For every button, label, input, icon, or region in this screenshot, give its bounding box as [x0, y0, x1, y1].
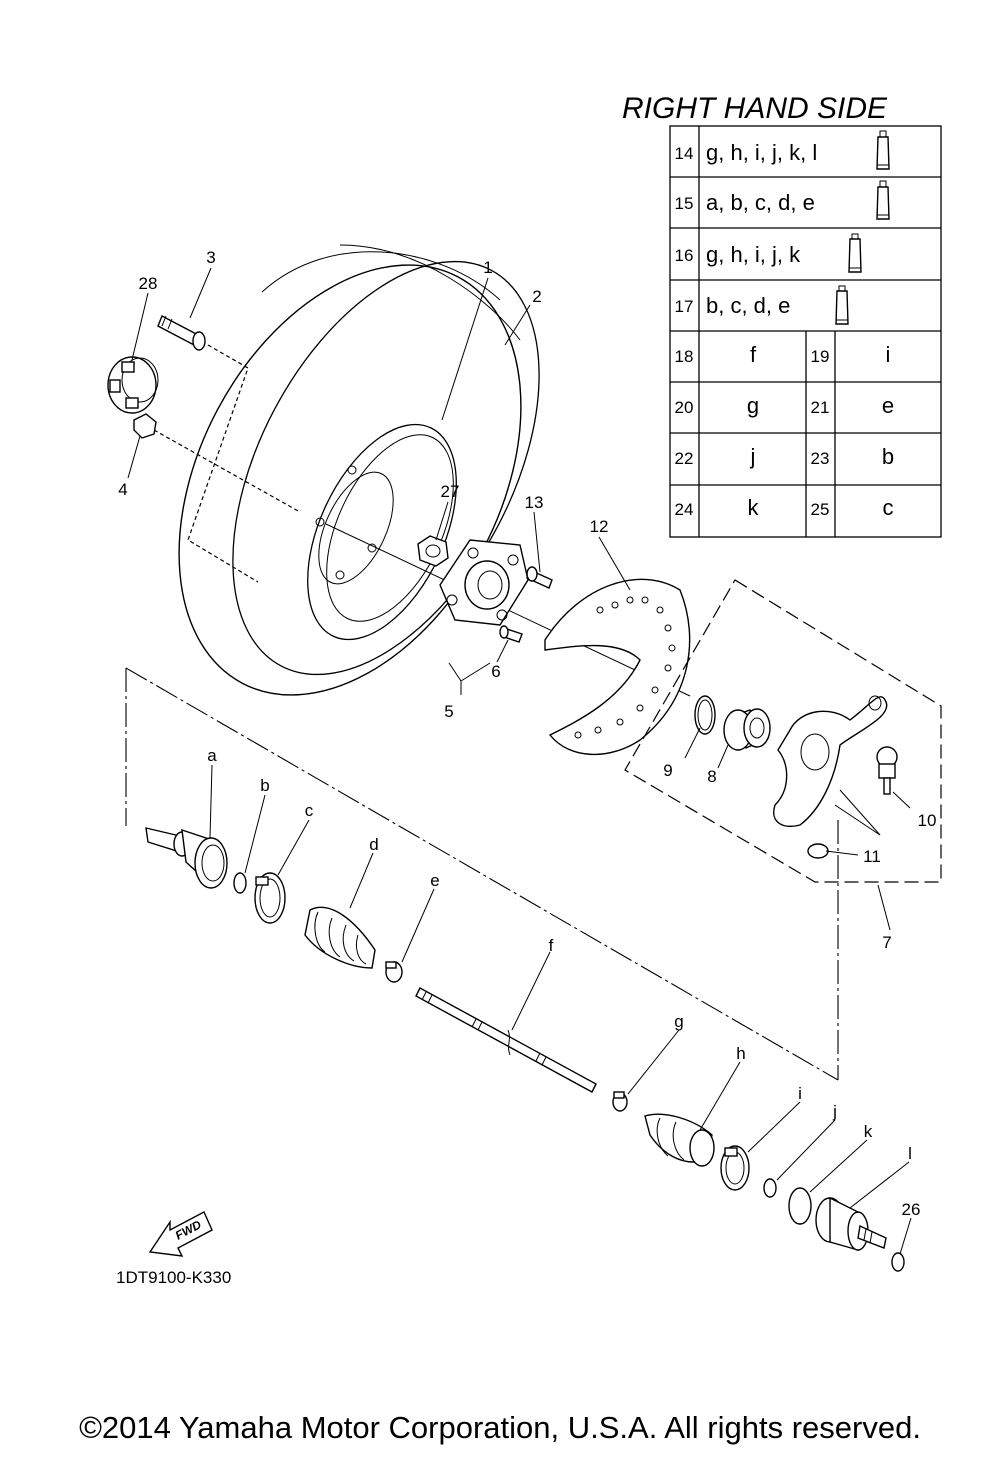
drive-shaft	[415, 987, 597, 1093]
callout-d: d	[369, 835, 378, 854]
outer-boot	[304, 906, 376, 969]
table-row-number: 24	[675, 500, 694, 519]
callout-j: j	[832, 1102, 837, 1121]
snap-ring	[233, 872, 247, 894]
callout-11: 11	[863, 847, 881, 866]
diagram-code: 1DT9100-K330	[116, 1268, 232, 1287]
callout-6: 6	[491, 662, 500, 681]
table-cell-value: f	[750, 342, 757, 367]
table-cell-value: b	[882, 444, 894, 469]
copyright-notice: ©2014 Yamaha Motor Corporation, U.S.A. A…	[79, 1410, 921, 1445]
knuckle-assembly-boundary	[624, 579, 942, 883]
callout-5: 5	[444, 702, 453, 721]
table-row-parts: g, h, i, j, k, l	[706, 140, 817, 165]
callout-labels: 1 2 3 4 5 6 7 8 9 10 11 12 13 26 27 28 a…	[118, 248, 936, 1219]
table-row-number: 16	[675, 246, 694, 265]
callout-27: 27	[441, 482, 460, 501]
table-cell-value: i	[886, 342, 891, 367]
tire	[178, 244, 540, 696]
valve-stem	[157, 315, 206, 351]
grease-tube-icon	[876, 180, 890, 220]
callout-b: b	[260, 776, 269, 795]
shaft-group-line	[125, 667, 839, 1081]
callout-a: a	[207, 746, 217, 765]
callout-10: 10	[918, 811, 937, 830]
inner-boot	[644, 1113, 715, 1167]
callout-4: 4	[118, 480, 127, 499]
table-row-parts: a, b, c, d, e	[706, 190, 815, 215]
legend-table: 14 g, h, i, j, k, l 15 a, b, c, d, e 16 …	[669, 125, 942, 538]
outer-cv-joint	[145, 827, 228, 889]
table-row-number: 21	[811, 398, 830, 417]
ball-joint	[876, 746, 898, 795]
table-row-parts: g, h, i, j, k	[706, 242, 801, 267]
table-row-parts: b, c, d, e	[706, 293, 790, 318]
table-row-number: 18	[675, 347, 694, 366]
table-cell-value: j	[750, 444, 756, 469]
table-cell-value: g	[747, 393, 759, 418]
wheel-hub	[439, 539, 529, 626]
inner-cv-joint	[815, 1196, 887, 1251]
callout-8: 8	[707, 767, 716, 786]
snap-ring	[763, 1178, 777, 1198]
table-row-number: 15	[675, 194, 694, 213]
callout-2: 2	[532, 287, 541, 306]
table-cell-value: c	[883, 495, 894, 520]
callout-26: 26	[902, 1200, 921, 1219]
table-cell-value: k	[748, 495, 760, 520]
callout-13: 13	[525, 493, 544, 512]
callout-9: 9	[663, 761, 672, 780]
callout-28: 28	[139, 274, 158, 293]
callout-12: 12	[590, 517, 609, 536]
o-ring	[788, 1187, 812, 1225]
callout-h: h	[736, 1044, 745, 1063]
diagram-title: RIGHT HAND SIDE	[622, 92, 888, 125]
small-boot-band	[612, 1091, 628, 1112]
brake-disc-guard	[544, 578, 691, 756]
table-row-number: 19	[811, 347, 830, 366]
leader-lines	[127, 267, 912, 1255]
steering-knuckle	[773, 695, 888, 827]
table-row-number: 22	[675, 449, 694, 468]
callout-f: f	[549, 936, 554, 955]
callout-k: k	[864, 1122, 873, 1141]
grease-tube-icon	[835, 285, 849, 325]
table-row-number: 25	[811, 500, 830, 519]
circlip	[891, 1252, 905, 1272]
circlip	[694, 695, 716, 735]
callout-e: e	[430, 871, 439, 890]
lug-nut	[133, 413, 157, 439]
forward-arrow-icon: FWD	[148, 1211, 213, 1257]
small-boot-band	[385, 961, 403, 983]
wheel-bearing	[723, 708, 771, 751]
grease-tube-icon	[848, 233, 862, 273]
table-row-number: 23	[811, 449, 830, 468]
dashed-reference-lines	[153, 344, 301, 583]
callout-c: c	[305, 801, 314, 820]
callout-g: g	[674, 1012, 683, 1031]
bolt	[526, 566, 553, 589]
boot-band	[254, 872, 286, 924]
callout-1: 1	[483, 258, 492, 277]
wheel-stud	[499, 625, 523, 643]
knuckle-circlip	[807, 843, 829, 859]
callout-l: l	[908, 1144, 912, 1163]
table-row-number: 20	[675, 398, 694, 417]
table-row-number: 17	[675, 297, 694, 316]
hub-nut	[417, 535, 449, 567]
boot-band	[720, 1145, 750, 1191]
callout-3: 3	[206, 248, 215, 267]
table-cell-value: e	[882, 393, 894, 418]
callout-7: 7	[882, 933, 891, 952]
valve-ring	[107, 356, 159, 414]
grease-tube-icon	[876, 130, 890, 170]
callout-i: i	[798, 1084, 802, 1103]
table-row-number: 14	[675, 144, 694, 163]
